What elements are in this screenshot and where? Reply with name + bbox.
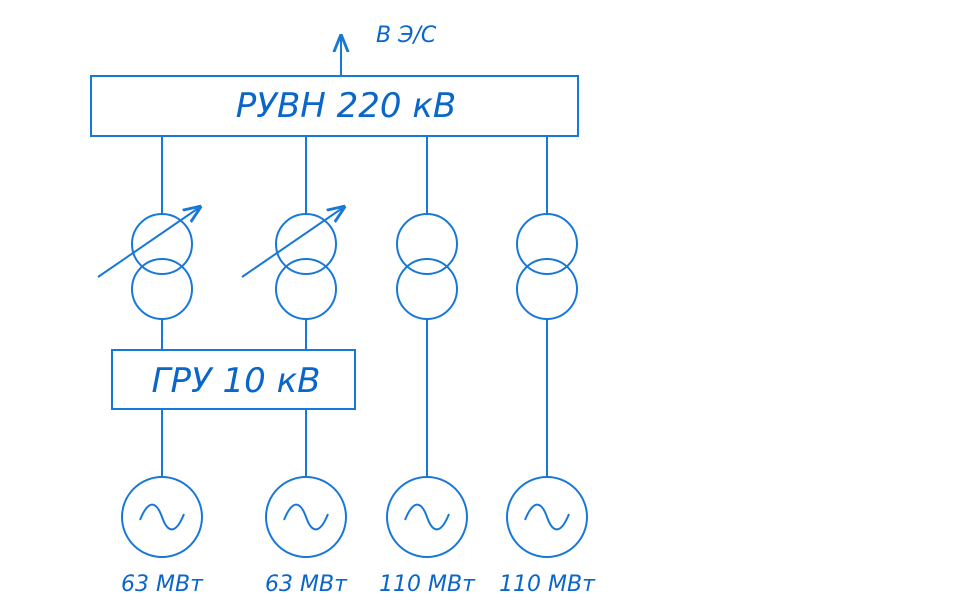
generator-3-rating: 110 МВт (379, 572, 476, 597)
transformer-1-winding-hv (131, 213, 193, 275)
transformer-4-winding-hv (516, 213, 578, 275)
generator-busbar (111, 349, 356, 410)
generator-4-symbol (506, 476, 588, 558)
branch-1: 63 МВт (97, 136, 204, 597)
export-label: В Э/С (376, 23, 437, 48)
transformer-2-regulation-arrow (241, 207, 344, 278)
generator-2-rating: 63 МВт (265, 572, 348, 597)
generator-busbar-label: ГРУ 10 кВ (152, 361, 321, 401)
branch-4: 110 МВт (499, 136, 596, 597)
generator-3-symbol (386, 476, 468, 558)
branch-3: 110 МВт (379, 136, 476, 597)
transformer-4-winding-lv (516, 258, 578, 320)
generator-1-sine (139, 503, 185, 531)
generator-3-sine (404, 503, 450, 531)
generator-2-symbol (265, 476, 347, 558)
transformer-2-winding-hv (275, 213, 337, 275)
generator-1-symbol (121, 476, 203, 558)
generator-1-rating: 63 МВт (121, 572, 204, 597)
main-busbar-label: РУВН 220 кВ (236, 86, 457, 126)
generator-4-rating: 110 МВт (499, 572, 596, 597)
transformer-1-winding-lv (131, 258, 193, 320)
transformer-2-winding-lv (275, 258, 337, 320)
transformer-3-winding-lv (396, 258, 458, 320)
transformer-3-winding-hv (396, 213, 458, 275)
branch-2: 63 МВт (241, 136, 348, 597)
main-busbar (90, 75, 579, 137)
generator-2-sine (283, 503, 329, 531)
generator-4-sine (524, 503, 570, 531)
transformer-1-regulation-arrow (97, 207, 200, 278)
